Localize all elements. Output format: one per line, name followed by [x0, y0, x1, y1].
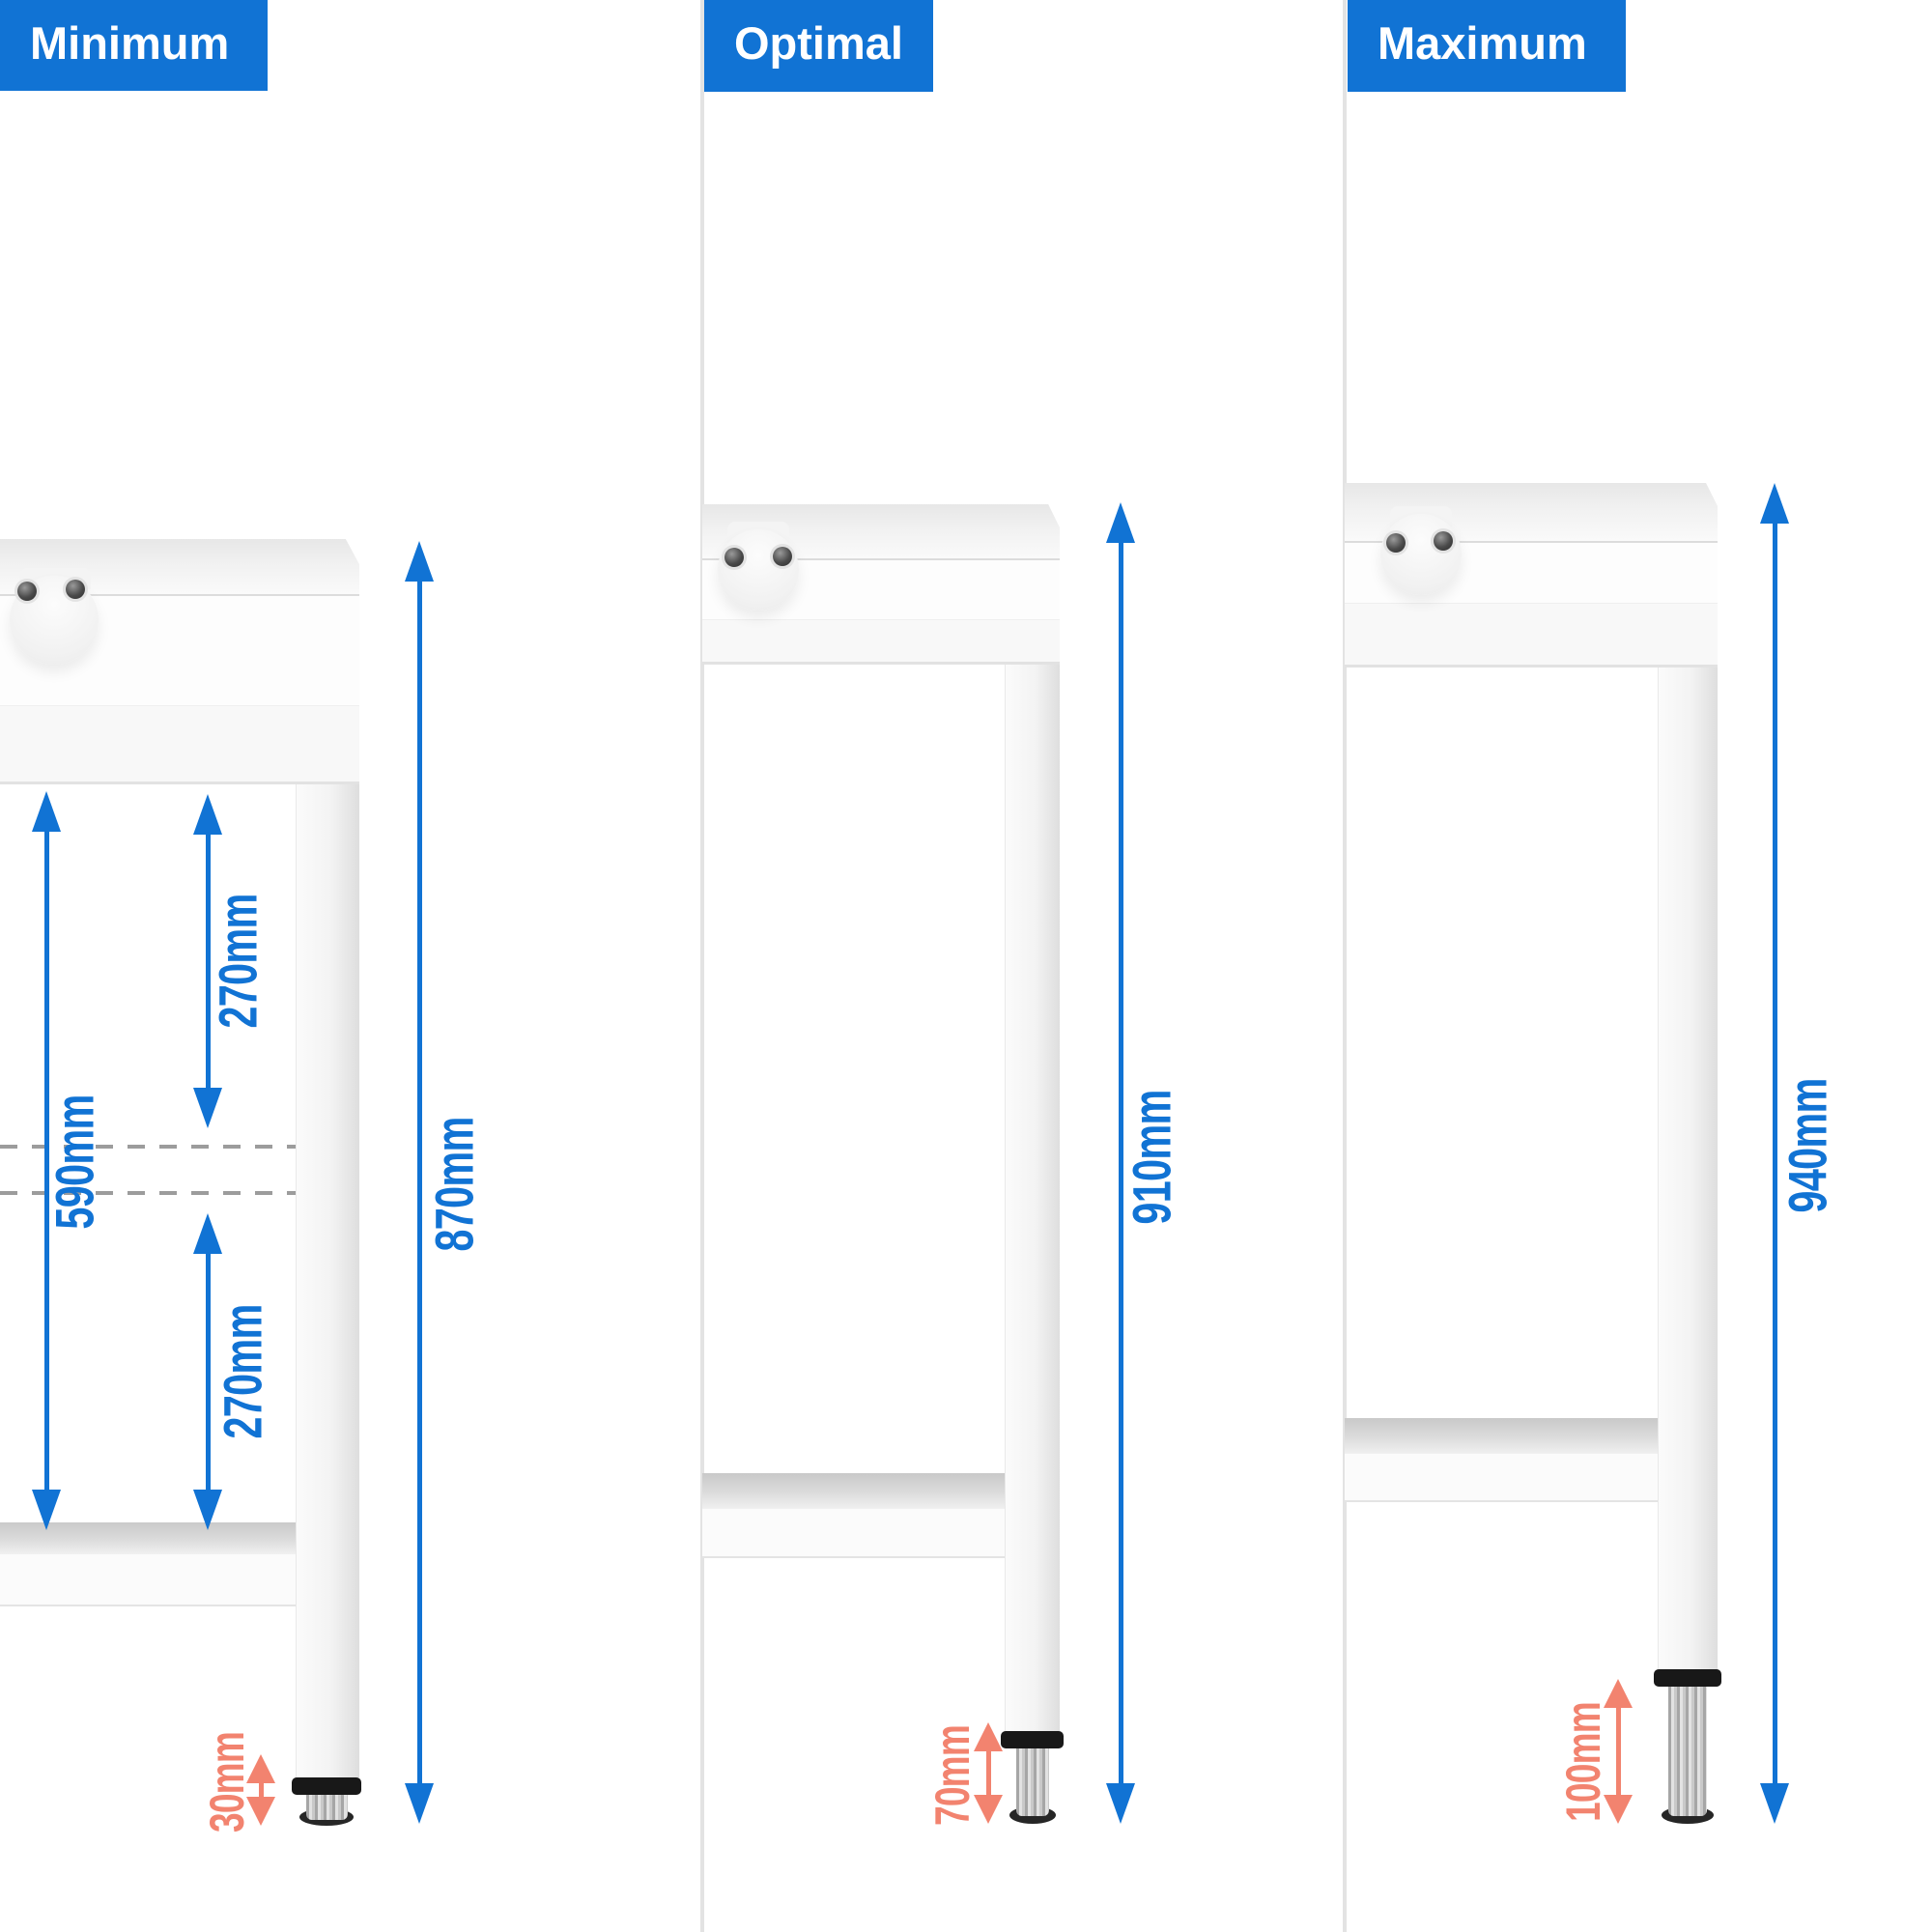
total-height-label: 910mm: [1121, 1090, 1182, 1225]
table-leg: [296, 784, 359, 1777]
minimum-header-badge: Minimum: [0, 0, 268, 91]
center-dashed-line-lower: [0, 1191, 296, 1195]
under-shelf-front: [702, 1509, 1005, 1558]
foot-adjust-label: 30mm: [200, 1732, 254, 1833]
panel-divider-left: [700, 0, 704, 1932]
total-height-label: 940mm: [1776, 1078, 1838, 1213]
adjustable-foot-cylinder: [306, 1795, 348, 1820]
upper-gap-label: 270mm: [207, 894, 269, 1029]
screw-icon: [773, 547, 792, 566]
optimal-header-label: Optimal: [734, 17, 903, 69]
under-shelf-front: [0, 1554, 296, 1606]
table-leg: [1658, 668, 1718, 1669]
screw-icon: [66, 580, 85, 599]
panel-divider-right: [1343, 0, 1347, 1932]
total-height-label: 870mm: [423, 1117, 485, 1252]
screw-icon: [1434, 531, 1453, 551]
table-apron: [0, 706, 359, 784]
adjustable-foot-cylinder: [1668, 1687, 1707, 1816]
optimal-header-badge: Optimal: [704, 0, 933, 92]
table-apron: [1345, 604, 1718, 668]
mounting-bracket: [718, 529, 799, 611]
center-dashed-line-upper: [0, 1145, 296, 1149]
screw-icon: [1386, 533, 1406, 553]
screw-icon: [724, 548, 744, 567]
table-leg: [1005, 665, 1060, 1731]
maximum-header-badge: Maximum: [1348, 0, 1626, 92]
under-shelf-front: [1345, 1454, 1658, 1502]
foot-adjust-label: 100mm: [1556, 1702, 1610, 1822]
foot-clamp-band: [1001, 1731, 1064, 1748]
table-apron: [702, 620, 1060, 665]
lower-gap-label: 270mm: [212, 1304, 273, 1439]
screw-icon: [17, 582, 37, 601]
maximum-header-label: Maximum: [1378, 17, 1587, 69]
under-shelf-top-face: [702, 1473, 1005, 1509]
minimum-header-label: Minimum: [30, 16, 230, 69]
adjustable-foot-cylinder: [1016, 1748, 1049, 1816]
foot-clamp-band: [1654, 1669, 1721, 1687]
foot-clamp-band: [292, 1777, 361, 1795]
mounting-bracket: [1380, 514, 1462, 595]
inner-height-label: 590mm: [43, 1094, 105, 1230]
under-shelf-top-face: [1345, 1418, 1658, 1454]
foot-adjust-label: 70mm: [925, 1725, 980, 1826]
